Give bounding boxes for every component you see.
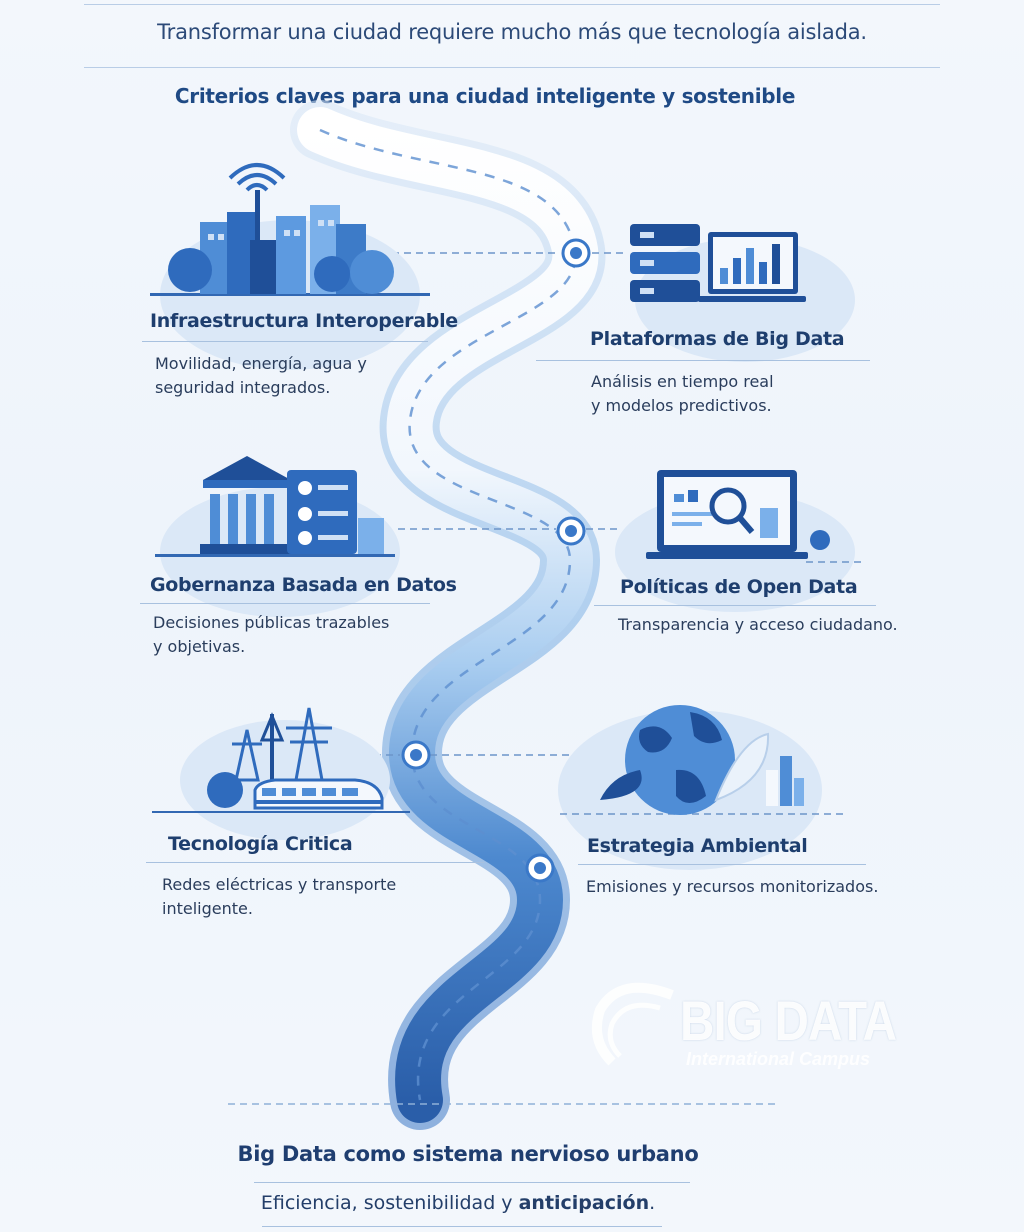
criterion-title-tecnologia: Tecnología Critica bbox=[168, 833, 353, 855]
smart-city-buildings-icon bbox=[150, 163, 430, 370]
criterion-desc-tecnologia: Redes eléctricas y transporte inteligent… bbox=[162, 875, 397, 918]
footer-bottom-rule bbox=[262, 1226, 662, 1227]
criterion-desc-plataformas: Análisis en tiempo real y modelos predic… bbox=[591, 372, 774, 415]
laptop-search-icon bbox=[615, 470, 866, 612]
footer-title: Big Data como sistema nervioso urbano bbox=[237, 1142, 699, 1166]
servers-dashboard-icon bbox=[630, 224, 855, 362]
diagram-subtitle: Criterios claves para una ciudad intelig… bbox=[174, 84, 796, 108]
watermark-logo-subtext: International Campus bbox=[686, 1049, 871, 1069]
criterion-desc-ambiental: Emisiones y recursos monitorizados. bbox=[586, 877, 879, 896]
road-node-4 bbox=[525, 853, 555, 883]
criterion-underline bbox=[594, 605, 876, 606]
top-rule bbox=[84, 4, 940, 5]
globe-leaf-icon bbox=[558, 705, 848, 870]
watermark-logo-swirl bbox=[592, 982, 674, 1066]
criterion-desc-gobernanza: Decisiones públicas trazables y objetiva… bbox=[153, 613, 390, 656]
criterion-desc-infraestructura: Movilidad, energía, agua y seguridad int… bbox=[155, 354, 367, 397]
criterion-title-infraestructura: Infraestructura Interoperable bbox=[150, 310, 458, 332]
road-node-1 bbox=[561, 238, 591, 268]
criterion-title-ambiental: Estrategia Ambiental bbox=[587, 835, 808, 857]
power-grid-train-icon bbox=[152, 707, 410, 840]
criterion-desc-open-data: Transparencia y acceso ciudadano. bbox=[618, 615, 898, 634]
footer-subtitle: Eficiencia, sostenibilidad y anticipació… bbox=[260, 1192, 656, 1214]
footer-rule bbox=[254, 1182, 690, 1183]
road-node-3 bbox=[401, 740, 431, 770]
criterion-underline bbox=[578, 864, 866, 865]
criterion-title-open-data: Políticas de Open Data bbox=[620, 576, 858, 598]
criterion-title-gobernanza: Gobernanza Basada en Datos bbox=[150, 574, 457, 596]
header-rule bbox=[84, 67, 940, 68]
criterion-underline bbox=[142, 341, 428, 342]
criterion-underline bbox=[536, 360, 870, 361]
criterion-underline bbox=[146, 862, 484, 863]
intro-text: Transformar una ciudad requiere mucho má… bbox=[157, 20, 867, 44]
watermark-logo-text: BIG DATA bbox=[680, 989, 897, 1052]
criterion-title-plataformas: Plataformas de Big Data bbox=[590, 328, 845, 350]
criterion-underline bbox=[140, 603, 430, 604]
road-node-2 bbox=[556, 516, 586, 546]
government-checklist-icon bbox=[155, 456, 400, 617]
